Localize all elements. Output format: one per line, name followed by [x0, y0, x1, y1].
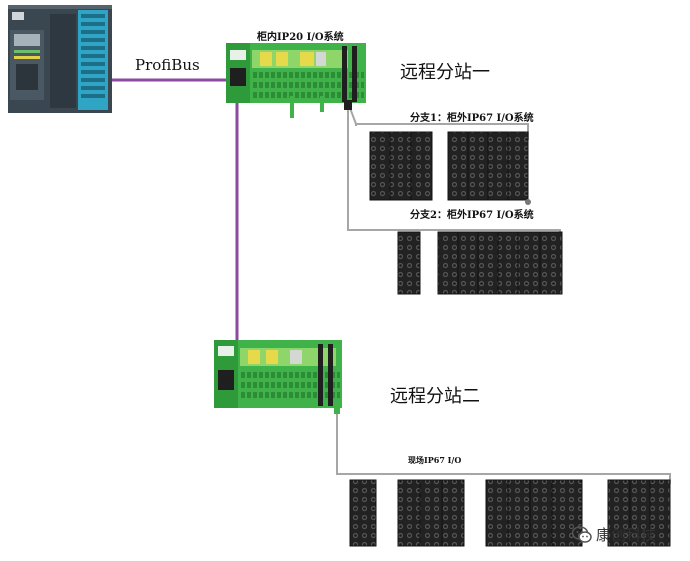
- remote-io-title: 柜内IP20 I/O系统: [257, 32, 344, 43]
- bus-label: ProfiBus: [135, 56, 200, 74]
- field-io-modules: [349, 479, 671, 547]
- remote-station-2-rack: [214, 340, 342, 414]
- watermark-text: 康创科技: [596, 526, 657, 544]
- plc-controller: [8, 5, 112, 113]
- field-io-label: 现场IP67 I/O: [408, 455, 462, 465]
- branch-1-label: 分支1：柜外IP67 I/O系统: [410, 113, 534, 124]
- station-1-label: 远程分站一: [400, 62, 490, 83]
- field-cable: [336, 410, 671, 484]
- branch-1-modules: [369, 131, 531, 205]
- wechat-icon: [572, 525, 592, 543]
- branch-2-label: 分支2：柜外IP67 I/O系统: [410, 210, 534, 221]
- watermark: 康创科技: [572, 524, 656, 545]
- profibus-cable: [110, 78, 239, 346]
- station-2-label: 远程分站二: [390, 386, 480, 407]
- branch-2-modules: [397, 231, 563, 295]
- remote-station-1-rack: [226, 43, 366, 118]
